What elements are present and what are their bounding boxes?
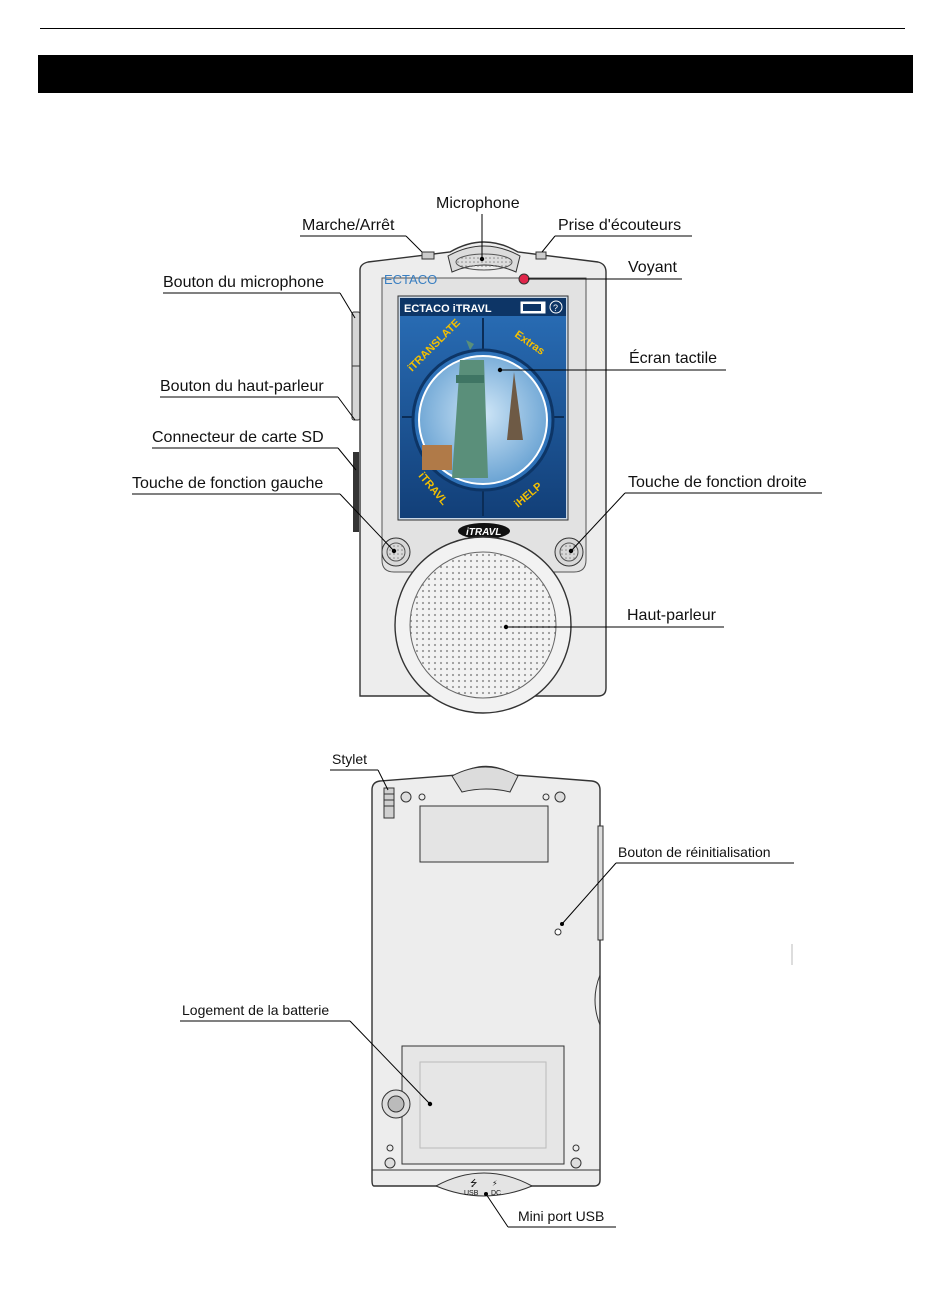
label-right-function-key: Touche de fonction droite: [628, 474, 807, 491]
help-icon[interactable]: [549, 300, 563, 314]
usb-icon: ⭍: [470, 1178, 478, 1189]
label-mini-usb: Mini port USB: [518, 1208, 604, 1224]
led-light: [518, 273, 530, 285]
itravl-logo: [458, 523, 510, 539]
label-left-function-key: Touche de fonction gauche: [132, 475, 323, 492]
dc-mark: DC: [491, 1190, 501, 1197]
label-headphone-jack: Prise d'écouteurs: [558, 217, 681, 234]
back-labels: Stylet Bouton de réinitialisation Logeme…: [180, 751, 794, 1228]
label-touch-screen: Écran tactile: [629, 348, 717, 367]
usb-mark: USB: [464, 1190, 479, 1197]
label-speaker-button: Bouton du haut-parleur: [160, 378, 324, 395]
microphone-grill: [455, 253, 513, 271]
top-rule: [40, 28, 905, 29]
dc-icon: ⚡: [492, 1179, 498, 1188]
label-speaker: Haut-parleur: [627, 607, 717, 624]
label-mic-button: Bouton du microphone: [163, 274, 324, 291]
label-led: Voyant: [628, 259, 677, 276]
speaker-grill: [409, 551, 557, 699]
label-stylus: Stylet: [332, 751, 367, 767]
label-sd-connector: Connecteur de carte SD: [152, 429, 324, 446]
front-labels: Microphone Marche/Arrêt Prise d'écouteur…: [132, 195, 822, 630]
section-header-bar: [38, 55, 913, 93]
label-reset-button: Bouton de réinitialisation: [618, 844, 771, 860]
headphone-jack[interactable]: [535, 251, 547, 260]
brand-logo: ECTACO: [384, 272, 437, 287]
sd-card-slot[interactable]: [353, 452, 359, 532]
stylus[interactable]: [383, 787, 395, 819]
reset-hole[interactable]: [554, 928, 562, 936]
label-microphone: Microphone: [436, 195, 520, 212]
label-battery: Logement de la batterie: [182, 1002, 329, 1018]
svg-text:?: ?: [553, 303, 558, 313]
front-device: ECTACO ECTACO iTRAVL ? iTRANSLATE Extras…: [351, 241, 607, 714]
label-power: Marche/Arrêt: [302, 217, 395, 234]
back-device: USB DC ⭍ ⚡: [371, 765, 604, 1197]
battery-compartment[interactable]: [401, 1045, 565, 1165]
screen-title: ECTACO iTRAVL: [404, 303, 492, 315]
svg-text:iTRAVL: iTRAVL: [466, 527, 501, 538]
power-button[interactable]: [421, 251, 435, 260]
